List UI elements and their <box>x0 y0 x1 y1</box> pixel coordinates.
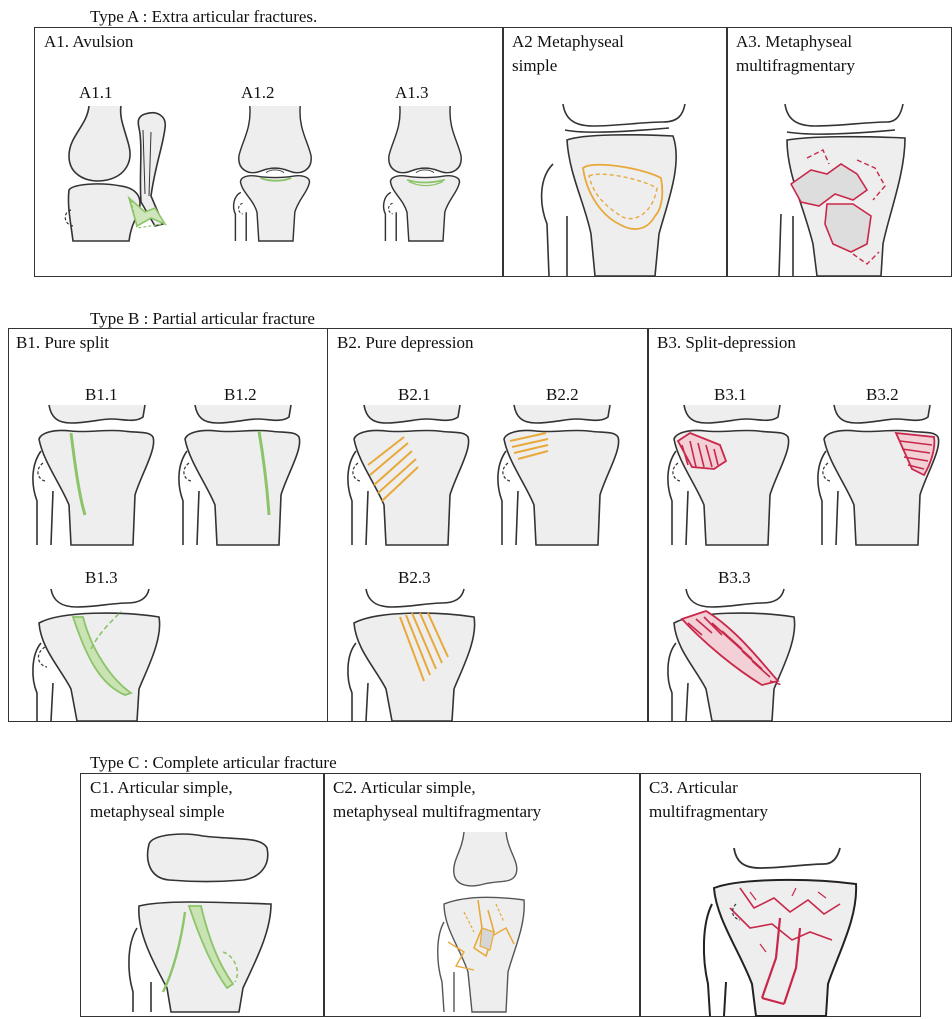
panel-c1-label-line2: metaphyseal simple <box>90 801 225 823</box>
type-c-header: Type C : Complete articular fracture <box>90 754 337 772</box>
sub-label-b2-2: B2.2 <box>546 386 579 404</box>
panel-a3-label-line1: A3. Metaphyseal <box>736 31 852 53</box>
illustration-b3-1 <box>666 405 796 545</box>
sub-label-b1-1: B1.1 <box>85 386 118 404</box>
type-b-header: Type B : Partial articular fracture <box>90 310 315 328</box>
sub-label-b1-2: B1.2 <box>224 386 257 404</box>
panel-a2-label-line2: simple <box>512 55 557 77</box>
illustration-b1-1 <box>31 405 161 545</box>
panel-a2: A2 Metaphyseal simple <box>502 27 728 277</box>
panel-b3: B3. Split-depression B3.1 B3.2 B3.3 <box>647 328 952 722</box>
illustration-b1-3 <box>31 589 171 721</box>
panel-c2-label-line1: C2. Articular simple, <box>333 777 476 799</box>
type-a-header: Type A : Extra articular fractures. <box>90 8 317 26</box>
sub-label-b3-2: B3.2 <box>866 386 899 404</box>
illustration-b2-1 <box>346 405 476 545</box>
panel-c3: C3. Articular multifragmentary <box>639 773 921 1017</box>
sub-label-b3-3: B3.3 <box>718 569 751 587</box>
panel-b2-label: B2. Pure depression <box>337 332 473 354</box>
illustration-b2-2 <box>496 405 626 545</box>
panel-a3-label-line2: multifragmentary <box>736 55 855 77</box>
sub-label-b3-1: B3.1 <box>714 386 747 404</box>
panel-c3-label-line1: C3. Articular <box>649 777 738 799</box>
panel-a3: A3. Metaphyseal multifragmentary <box>726 27 952 277</box>
illustration-b1-2 <box>177 405 307 545</box>
illustration-b2-3 <box>346 589 486 721</box>
illustration-a2 <box>533 104 703 276</box>
panel-a1: A1. Avulsion A1.1 A1.2 A1.3 <box>34 27 504 277</box>
panel-c1: C1. Articular simple, metaphyseal simple <box>80 773 325 1017</box>
panel-c2: C2. Articular simple, metaphyseal multif… <box>323 773 641 1017</box>
panel-c2-label-line2: metaphyseal multifragmentary <box>333 801 541 823</box>
panel-a1-label: A1. Avulsion <box>44 31 133 53</box>
illustration-b3-2 <box>816 405 946 545</box>
illustration-a1-1 <box>59 106 179 241</box>
illustration-c1 <box>123 832 283 1012</box>
illustration-a3 <box>771 104 921 276</box>
sub-label-a1-2: A1.2 <box>241 84 275 102</box>
sub-label-a1-1: A1.1 <box>79 84 113 102</box>
sub-label-a1-3: A1.3 <box>395 84 429 102</box>
illustration-b3-3 <box>666 589 806 721</box>
panel-c1-label-line1: C1. Articular simple, <box>90 777 233 799</box>
panel-b3-label: B3. Split-depression <box>657 332 796 354</box>
sub-label-b1-3: B1.3 <box>85 569 118 587</box>
panel-c3-label-line2: multifragmentary <box>649 801 768 823</box>
panel-a2-label-line1: A2 Metaphyseal <box>512 31 624 53</box>
illustration-a1-2 <box>225 106 325 241</box>
illustration-a1-3 <box>375 106 475 241</box>
illustration-c3 <box>700 848 870 1016</box>
panel-b1-label: B1. Pure split <box>16 332 109 354</box>
sub-label-b2-1: B2.1 <box>398 386 431 404</box>
sub-label-b2-3: B2.3 <box>398 569 431 587</box>
panel-b2: B2. Pure depression B2.1 B2.2 B2.3 <box>327 328 649 722</box>
illustration-c2 <box>434 832 534 1012</box>
panel-b1: B1. Pure split B1.1 B1.2 B1.3 <box>8 328 328 722</box>
